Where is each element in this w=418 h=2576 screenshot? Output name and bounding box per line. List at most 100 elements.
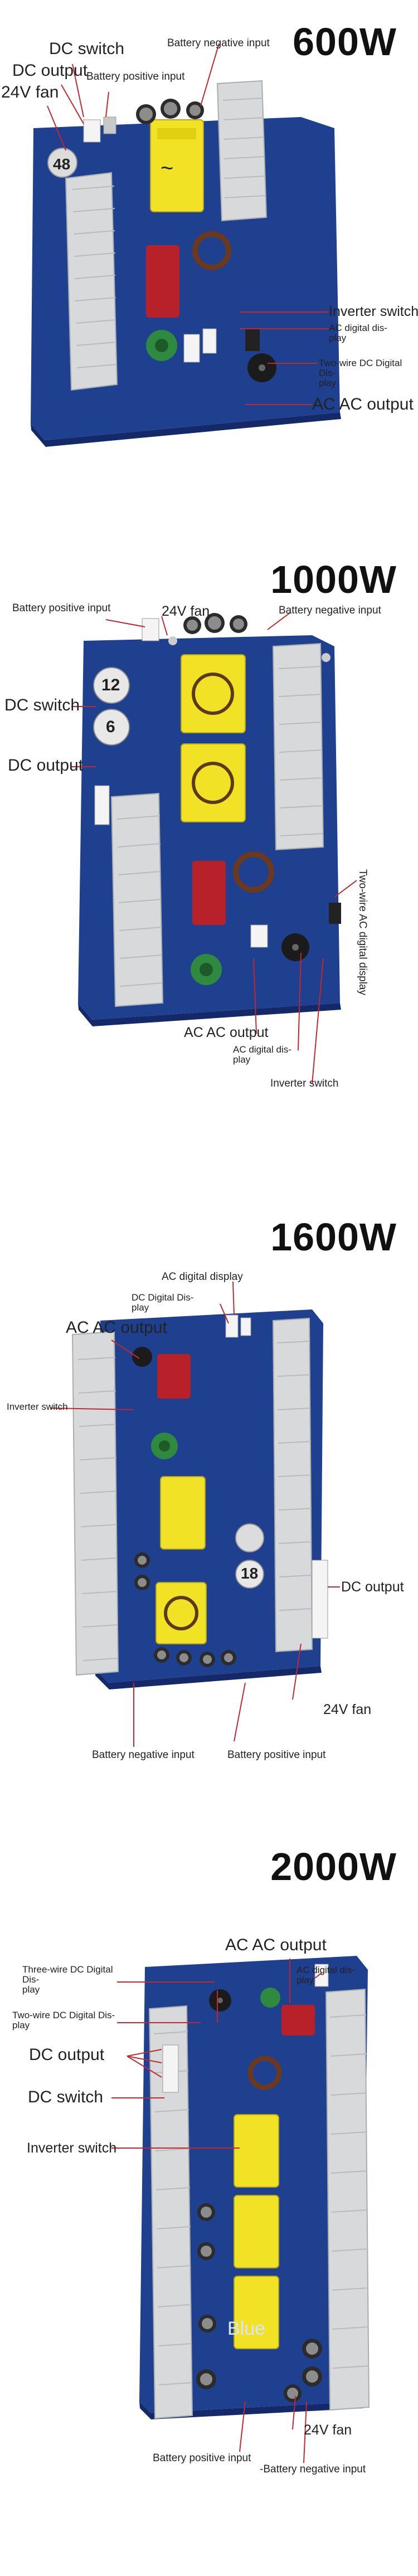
section-1000w: 1000W [0, 557, 418, 1215]
label-ac-output: AC AC output [184, 1025, 269, 1040]
transformer [160, 1476, 206, 1550]
terminal [142, 618, 159, 641]
label-dc-output: DC output [29, 2046, 105, 2064]
heatsink-left [65, 172, 118, 391]
board-1600w-illustration [50, 1281, 340, 1747]
label-battery-positive: Battery positive input [153, 2452, 251, 2464]
heatsink-right [272, 1317, 313, 1653]
section-title: 1000W [270, 558, 397, 601]
label-dc-switch: DC switch [28, 2088, 104, 2106]
label-24v-fan: 24V fan [304, 2422, 352, 2438]
label-24v-fan: 24V fan [162, 603, 210, 619]
rating-badge [93, 667, 130, 704]
heatsink-left [148, 2005, 193, 2419]
label-battery-negative: Battery negative input [279, 605, 381, 616]
label-two-wire-ac-display: Two-wire AC digital display [357, 869, 368, 995]
terminal [94, 785, 110, 825]
section-title: 1600W [270, 1215, 397, 1259]
dc-output-terminals [162, 2044, 179, 2093]
label-ac-digital-display: AC digital display [162, 1271, 243, 1283]
terminal [83, 119, 101, 143]
section-1600w: 1600W [0, 1215, 418, 1844]
label-dc-output: DC output [12, 61, 88, 80]
section-title: 600W [293, 20, 397, 64]
rating-badge [93, 709, 130, 746]
pcb-edge [31, 412, 341, 447]
rating-badge-text: 12 [101, 676, 120, 694]
buzzer [132, 1347, 152, 1367]
label-battery-positive: Battery positive input [12, 602, 111, 614]
label-dc-switch: DC switch [49, 40, 125, 58]
connector [225, 1314, 239, 1338]
label-battery-negative: -Battery negative input [260, 2463, 366, 2475]
label-inverter-switch: Inverter switch [7, 1401, 68, 1412]
rating-badge-text: 18 [241, 1565, 259, 1582]
switch [245, 329, 260, 351]
board-600w-illustration: ~ [31, 43, 341, 447]
connector [240, 1317, 251, 1336]
label-24v-fan: 24V fan [323, 1702, 372, 1717]
transformer [234, 2114, 279, 2188]
label-ac-digital-display: AC digital dis-play [329, 323, 387, 343]
heatsink-right [216, 80, 268, 222]
heatsink-right [325, 1988, 370, 2411]
label-ac-output: AC AC output [312, 395, 414, 413]
transformer [234, 2195, 279, 2268]
section-600w: 600W ~ [0, 0, 418, 557]
choke [260, 1988, 280, 2008]
film-capacitor [281, 2005, 315, 2036]
transformer [150, 119, 204, 212]
heatsink-badge: 48 [53, 155, 71, 173]
label-battery-positive: Battery positive input [86, 71, 185, 82]
switch [329, 903, 341, 924]
fan-hub [235, 1523, 264, 1552]
label-ac-output: AC AC output [225, 1936, 327, 1954]
board-2000w-illustration [111, 1956, 370, 2463]
transformer [181, 654, 246, 733]
transformer [181, 743, 246, 822]
heatsink-right [272, 642, 324, 851]
pcb-board [95, 1309, 323, 1683]
label-ac-digital-display: AC digital dis-play [297, 1965, 355, 1985]
terminal [103, 116, 116, 134]
label-dc-digital-display: DC Digital Dis-play [132, 1292, 194, 1313]
rating-badge-text: 6 [106, 718, 115, 736]
label-inverter-switch: Inverter switch [270, 1078, 339, 1089]
toroid [247, 2056, 282, 2090]
board-1000w-illustration [71, 612, 357, 1084]
label-inverter-switch: Inverter switch [329, 304, 418, 319]
label-battery-positive: Battery positive input [227, 1749, 326, 1761]
toroid [192, 231, 231, 270]
svg-text:~: ~ [161, 156, 173, 181]
label-inverter-switch: Inverter switch [27, 2140, 117, 2156]
label-ac-digital-display: AC digital dis-play [233, 1044, 291, 1065]
transformer [234, 2276, 279, 2349]
dc-output-terminals [312, 1560, 328, 1639]
pcb-edge [139, 2402, 363, 2419]
toroid [233, 851, 274, 893]
section-title: 2000W [270, 1845, 397, 1888]
label-battery-negative: Battery negative input [92, 1749, 195, 1761]
fan-hub [47, 148, 77, 178]
label-two-wire-dc-display: Two-wire DC Digital Dis-play [12, 2010, 115, 2030]
label-three-wire-dc-display: Three-wire DC Digital Dis-play [22, 1964, 113, 1995]
label-dc-output: DC output [341, 1579, 404, 1595]
transformer [155, 1582, 207, 1644]
rating-badge [235, 1560, 264, 1589]
heatsink-left [71, 1331, 119, 1676]
label-dc-output: DC output [8, 756, 84, 775]
film-capacitor [157, 1354, 191, 1399]
connector [250, 924, 268, 948]
connector [183, 334, 200, 363]
pcb-edge [95, 1666, 322, 1689]
connector [314, 1964, 329, 1987]
film-capacitor [146, 245, 179, 318]
pcb-edge [78, 1003, 341, 1026]
film-capacitor [192, 861, 226, 925]
connector [202, 328, 217, 354]
label-two-wire-dc-display: Two-wire DC Digital Dis-play [319, 358, 402, 388]
label-battery-negative: Battery negative input [167, 37, 270, 49]
label-dc-switch: DC switch [4, 696, 80, 714]
label-ac-output: AC AC output [66, 1318, 167, 1337]
board-silkscreen-text: Blue [227, 2318, 266, 2339]
